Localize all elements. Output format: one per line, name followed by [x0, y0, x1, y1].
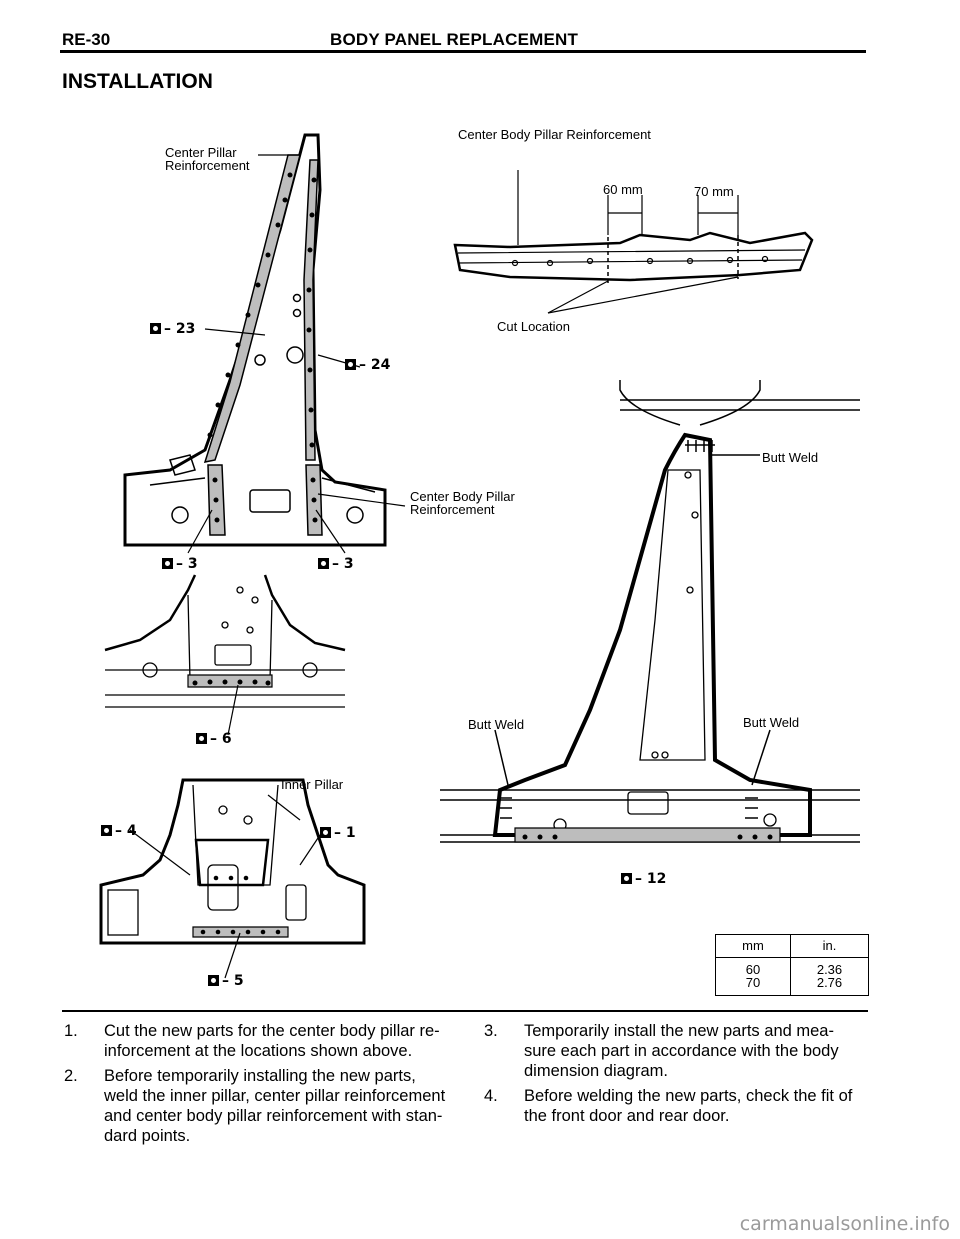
- weld-code-12: – 12: [621, 871, 666, 887]
- cut-location-figure: [453, 170, 814, 314]
- watermark: carmanualsonline.info: [739, 1213, 950, 1235]
- weld-symbol-icon: [162, 558, 173, 569]
- weld-symbol-icon: [621, 873, 632, 884]
- weld-code-1: – 1: [320, 825, 356, 841]
- weld-code-5: – 5: [208, 973, 244, 989]
- step-1: 1. Cut the new parts for the center body…: [64, 1022, 440, 1060]
- label-center-body-pillar-reinforcement-top: Center Body Pillar Reinforcement: [458, 127, 651, 142]
- table-cell: 2.76: [816, 975, 843, 990]
- label-butt-weld-right: Butt Weld: [743, 715, 800, 730]
- center-pillar-figure: [123, 133, 387, 547]
- label-center-pillar-reinforcement-1: Center Pillar: [165, 145, 237, 160]
- label-center-body-pillar-2: Reinforcement: [410, 502, 495, 517]
- leader-lines: [129, 154, 406, 979]
- label-center-body-pillar-1: Center Body Pillar: [410, 489, 515, 504]
- weld-code-3-right: – 3: [318, 556, 354, 572]
- table-row-divider: [716, 957, 868, 958]
- weld-symbol-icon: [345, 359, 356, 370]
- page-title: BODY PANEL REPLACEMENT: [330, 30, 579, 49]
- label-dim-60: 60 mm: [603, 182, 643, 197]
- label-butt-weld-left: Butt Weld: [468, 717, 525, 732]
- weld-code-4: – 4: [101, 823, 137, 839]
- inner-pillar-lower-figure: [104, 574, 346, 708]
- weld-code-3-left: – 3: [162, 556, 198, 572]
- table-header-in: in.: [822, 938, 837, 953]
- table-cell: 2.36: [816, 962, 843, 977]
- step-3: 3. Temporarily install the new parts and…: [484, 1022, 839, 1080]
- weld-symbol-icon: [318, 558, 329, 569]
- weld-code-23: – 23: [150, 321, 195, 337]
- weld-code-24: – 24: [345, 357, 390, 373]
- weld-symbol-icon: [150, 323, 161, 334]
- page-number: RE-30: [62, 30, 111, 49]
- weld-symbol-icon: [101, 825, 112, 836]
- step-4: 4. Before welding the new parts, check t…: [484, 1087, 853, 1125]
- label-cut-location: Cut Location: [497, 319, 570, 334]
- table-header-mm: mm: [742, 938, 764, 953]
- weld-symbol-icon: [196, 733, 207, 744]
- header-rule: [60, 50, 866, 53]
- section-title: INSTALLATION: [62, 70, 213, 93]
- weld-symbol-icon: [320, 827, 331, 838]
- conversion-table: mm in. 60 2.36 70 2.76: [715, 934, 869, 996]
- label-dim-70: 70 mm: [694, 184, 734, 199]
- butt-weld-figure: [440, 380, 860, 843]
- section-rule: [62, 1010, 868, 1012]
- weld-symbol-icon: [208, 975, 219, 986]
- inner-pillar-figure: [99, 778, 366, 945]
- label-butt-weld-top: Butt Weld: [762, 450, 819, 465]
- table-cell: 70: [745, 975, 761, 990]
- table-cell: 60: [745, 962, 761, 977]
- weld-code-6: – 6: [196, 731, 232, 747]
- table-col-divider: [790, 935, 791, 995]
- step-2: 2. Before temporarily installing the new…: [64, 1067, 446, 1145]
- label-inner-pillar: Inner Pillar: [281, 777, 344, 792]
- label-center-pillar-reinforcement-2: Reinforcement: [165, 158, 250, 173]
